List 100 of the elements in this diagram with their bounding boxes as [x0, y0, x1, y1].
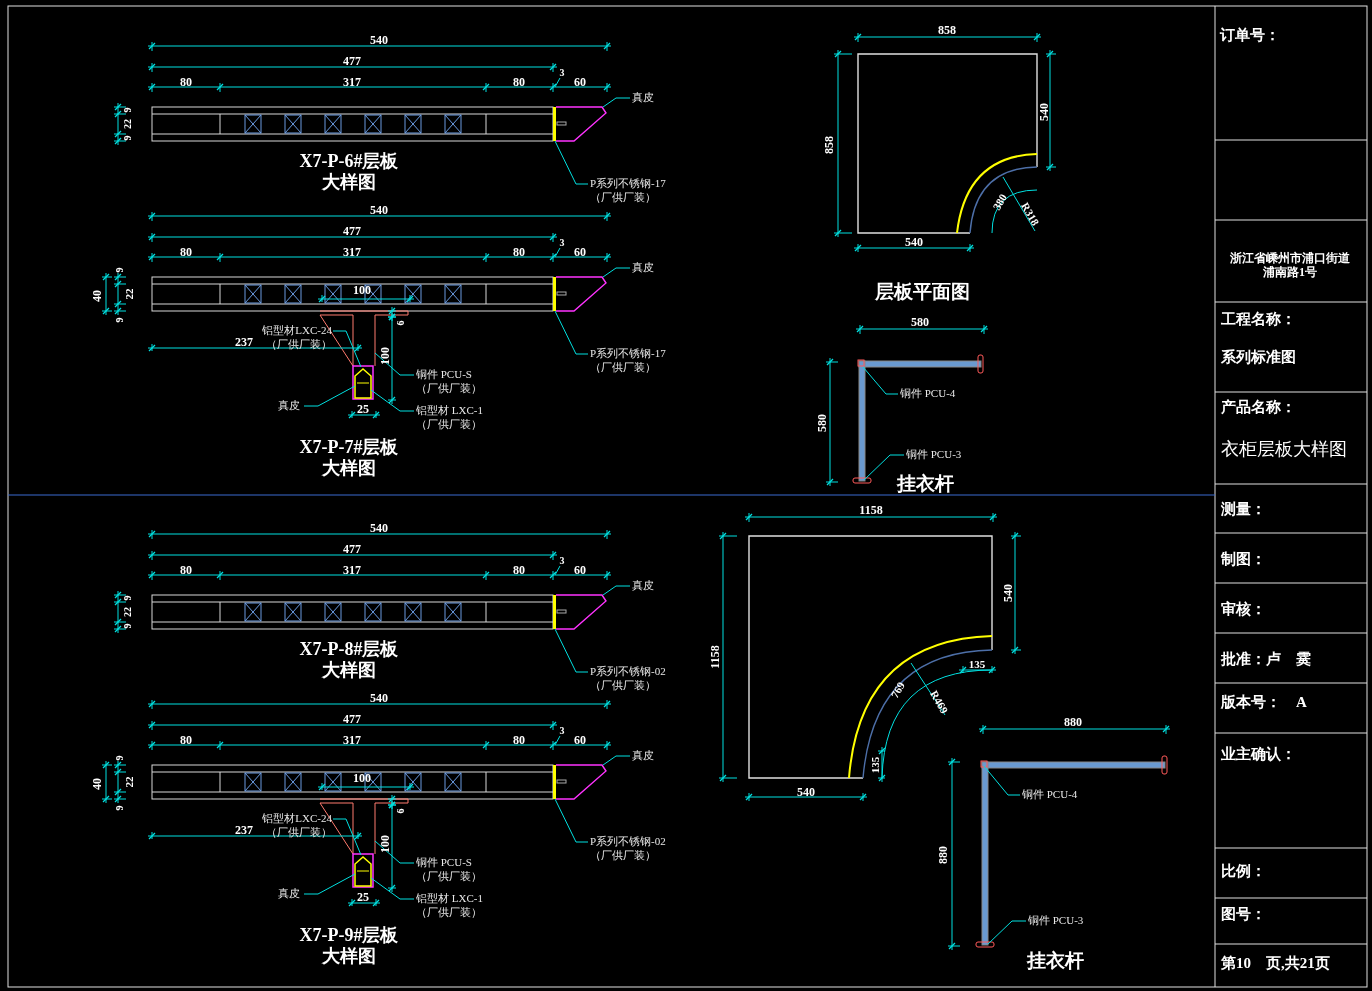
hanging-rod-drawing [975, 755, 1168, 948]
field-label: 工程名称： [1221, 311, 1296, 329]
dimension-label: 317 [343, 76, 361, 90]
leader-line [554, 310, 589, 355]
address-text: 浙江省嵊州市浦口街道浦南路1号 [1229, 252, 1351, 280]
leader-line [370, 389, 415, 412]
field-label: 比例： [1221, 863, 1266, 881]
dimension-label: 80 [513, 76, 525, 90]
dimension-label: 477 [343, 713, 361, 727]
dimension-label: 80 [180, 246, 192, 260]
dimension-label: 580 [816, 414, 830, 432]
callout-label: 铝型材 LXC-1（厂供厂装） [416, 403, 492, 432]
dimension-label: 317 [343, 246, 361, 260]
dimension-label: 22 [122, 776, 136, 788]
view-title: X7-P-6#层板大样图 [298, 151, 400, 193]
dimension-label: 3 [559, 555, 565, 567]
dimension-label: 40 [91, 290, 105, 302]
dimension-label: 100 [379, 835, 393, 853]
dimension-label: 100 [379, 347, 393, 365]
field-value: 系列标准图 [1221, 349, 1296, 367]
dimension-label: 80 [513, 246, 525, 260]
dimension-label: 580 [911, 316, 929, 330]
dimension-label: 22 [122, 288, 136, 300]
dimension-label: 9 [122, 623, 134, 629]
dimension-label: 22 [122, 607, 134, 617]
dimension-label: 1158 [859, 504, 883, 518]
dimension-label: 540 [370, 34, 388, 48]
dimension-label: 25 [357, 403, 369, 417]
dimension-label: 1158 [709, 645, 723, 669]
dimension-label: 477 [343, 55, 361, 69]
dimension-label: 540 [905, 236, 923, 250]
dimension-label: 540 [370, 692, 388, 706]
leader-line [370, 877, 415, 900]
callout-label: P系列不锈钢-17（厂供厂装） [590, 346, 678, 375]
dimension-label: 9 [114, 317, 126, 323]
view-title: 挂衣杆 [1026, 950, 1084, 972]
leader-line [602, 267, 631, 278]
dimension-label: 317 [343, 564, 361, 578]
dimension-label: 80 [180, 76, 192, 90]
leader-line [374, 840, 415, 864]
dimension-label: 9 [122, 595, 134, 601]
shelf-section-drawing [151, 106, 607, 142]
view-title: 层板平面图 [874, 281, 970, 303]
leader-line [983, 765, 1021, 796]
dimension-label: 9 [114, 755, 126, 761]
callout-label: 真皮 [278, 886, 300, 901]
callout-label: 真皮 [632, 90, 654, 105]
callout-label: 铝型材 LXC-1（厂供厂装） [416, 891, 492, 920]
field-label: 批准：卢 霙 [1221, 651, 1311, 669]
dimension-label: 135 [868, 756, 882, 774]
dimension-label: 100 [353, 284, 371, 298]
field-value: 衣柜层板大样图 [1221, 438, 1347, 460]
dimension-label: 80 [180, 734, 192, 748]
page-number: 第10 页,共21页 [1221, 955, 1330, 973]
leader-line [987, 920, 1027, 945]
dimension-label: 880 [1064, 716, 1082, 730]
dimension-label: 540 [797, 786, 815, 800]
leader-line [862, 366, 899, 395]
callout-label: 铝型材LXC-24（厂供厂装） [252, 323, 332, 352]
leader-line [554, 140, 589, 185]
callout-label: 铜件 PCU-S（厂供厂装） [416, 855, 492, 884]
leader-line [332, 330, 362, 368]
callout-label: 铝型材LXC-24（厂供厂装） [252, 811, 332, 840]
dimension-label: 858 [823, 136, 837, 154]
dimension-label: 477 [343, 543, 361, 557]
leader-line [602, 97, 631, 108]
dimension-label: 9 [122, 107, 134, 113]
dimension-label: 9 [122, 135, 134, 141]
leader-line [554, 628, 589, 673]
callout-label: 真皮 [632, 578, 654, 593]
dimension-label: 6 [395, 320, 407, 326]
callout-label: P系列不锈钢-02（厂供厂装） [590, 664, 678, 693]
dimension-label: 237 [235, 336, 253, 350]
callout-label: 真皮 [632, 748, 654, 763]
field-label: 审核： [1221, 601, 1266, 619]
callout-label: 铜件 PCU-S（厂供厂装） [416, 367, 492, 396]
dimension-label: 3 [559, 237, 565, 249]
dimension-label: 135 [968, 657, 986, 671]
dimension-label: 100 [353, 772, 371, 786]
dimension-label: 540 [370, 522, 388, 536]
dimension-label: 477 [343, 225, 361, 239]
field-label: 图号： [1221, 906, 1266, 924]
dimension-label: 80 [180, 564, 192, 578]
dimension-label: 858 [938, 24, 956, 38]
callout-label: P系列不锈钢-02（厂供厂装） [590, 834, 678, 863]
field-label: 订单号： [1220, 27, 1280, 45]
dimension-label: 60 [574, 246, 586, 260]
dimension-label: 60 [574, 734, 586, 748]
callout-label: P系列不锈钢-17（厂供厂装） [590, 176, 678, 205]
dimension-label: 60 [574, 564, 586, 578]
callout-label: 真皮 [278, 398, 300, 413]
dimension-label: 540 [1038, 103, 1052, 121]
dimension-label: 9 [114, 805, 126, 811]
dimension-label: 6 [395, 808, 407, 814]
field-label: 版本号： A [1221, 694, 1307, 712]
view-title: X7-P-7#层板大样图 [298, 437, 400, 479]
dimension-label: 40 [91, 778, 105, 790]
dimension-label: 317 [343, 734, 361, 748]
dimension-label: 540 [370, 204, 388, 218]
field-label: 制图： [1221, 551, 1266, 569]
